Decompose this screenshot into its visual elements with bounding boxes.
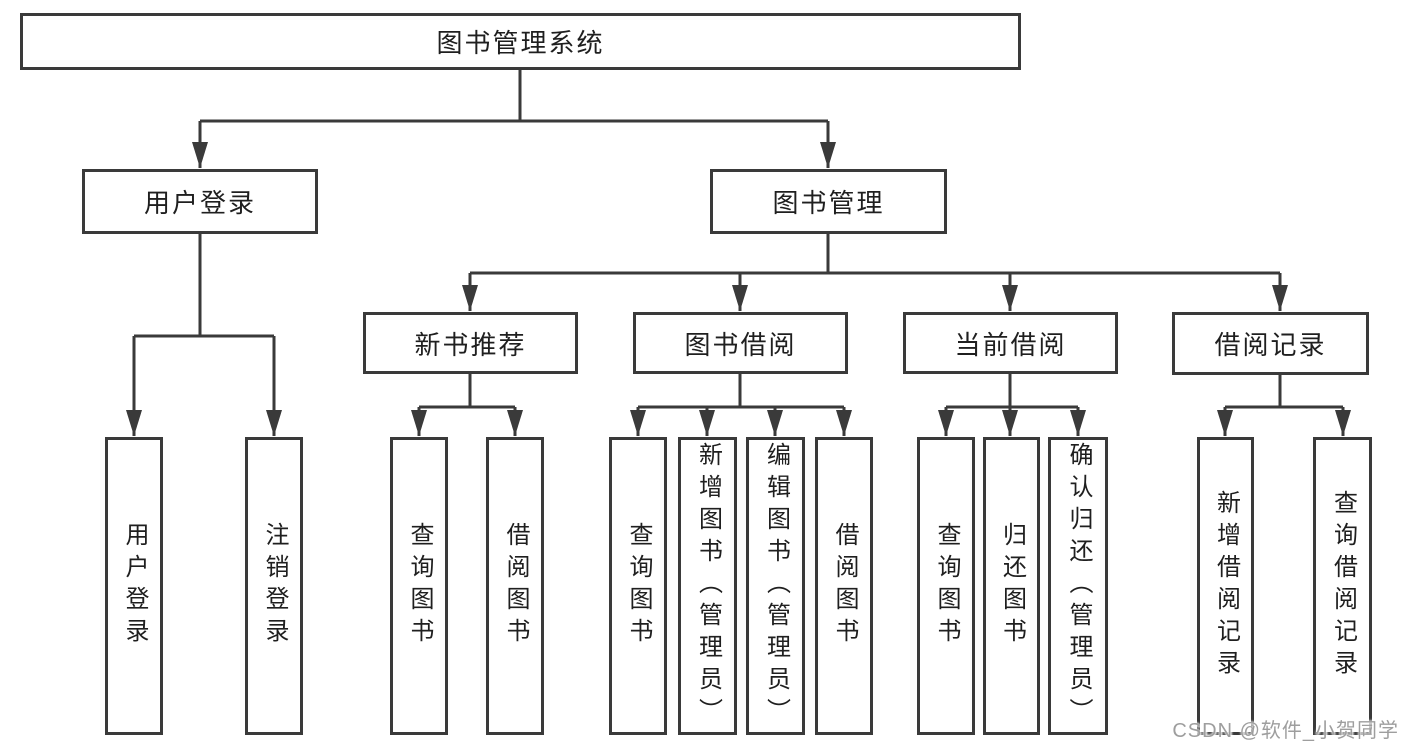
node-borrowing-records: 借阅记录: [1172, 312, 1369, 375]
leaf-confirm-return-admin: 确认归还（管理员）: [1048, 437, 1108, 735]
leaf-add-borrow-record: 新增借阅记录: [1197, 437, 1254, 735]
leaf-edit-book-admin: 编辑图书（管理员）: [746, 437, 805, 735]
leaf-user-login: 用户登录: [105, 437, 163, 735]
leaf-borrow-books: 借阅图书: [815, 437, 873, 735]
node-new-book-recommend: 新书推荐: [363, 312, 578, 374]
watermark: CSDN @软件_小贺同学: [1172, 720, 1399, 742]
node-book-management: 图书管理: [710, 169, 947, 234]
leaf-logout: 注销登录: [245, 437, 303, 735]
node-system-root: 图书管理系统: [20, 13, 1021, 70]
leaf-query-books-recommend: 查询图书: [390, 437, 448, 735]
node-current-borrowing: 当前借阅: [903, 312, 1118, 374]
leaf-return-books: 归还图书: [983, 437, 1040, 735]
leaf-query-books-borrowing: 查询图书: [609, 437, 667, 735]
node-book-borrowing: 图书借阅: [633, 312, 848, 374]
leaf-query-borrow-record: 查询借阅记录: [1313, 437, 1372, 735]
node-user-login: 用户登录: [82, 169, 318, 234]
leaf-add-book-admin: 新增图书（管理员）: [678, 437, 737, 735]
leaf-borrow-books-recommend: 借阅图书: [486, 437, 544, 735]
leaf-query-books-current: 查询图书: [917, 437, 975, 735]
